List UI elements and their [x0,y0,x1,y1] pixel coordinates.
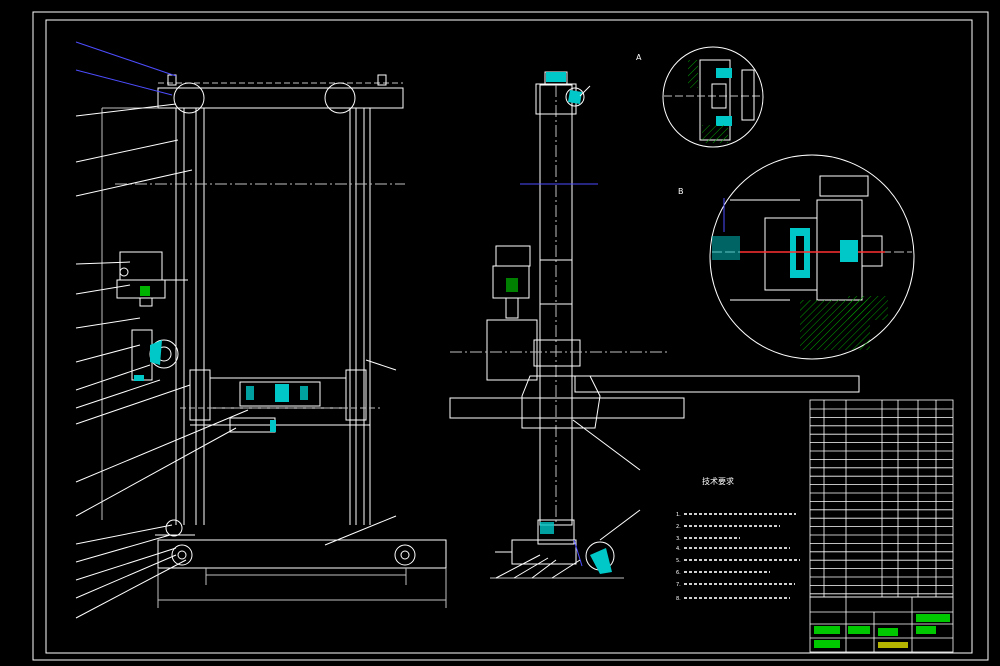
side-view [449,71,860,579]
front-view-accents [134,286,308,432]
tech-requirements-title: 技术要求 [702,476,734,486]
detail-b-accents [712,198,888,350]
parts-list [809,399,954,598]
tech-note: 1. [676,512,681,518]
top-left-pulley [173,82,205,114]
tech-note: 8. [676,596,681,602]
front-view [101,74,447,608]
inner-border [45,19,973,654]
tech-note: 3. [676,536,681,542]
detail-a-label: A [636,53,642,62]
title-block-accents [814,614,950,648]
side-leaders [495,85,641,579]
tech-note: 4. [676,546,681,552]
tech-note-lines [684,513,800,599]
detail-b-label: B [678,187,684,196]
top-right-pulley [324,82,356,114]
tech-note: 7. [676,582,681,588]
tech-note: 5. [676,558,681,564]
title-block [809,596,954,653]
tech-note: 6. [676,570,681,576]
tech-note: 2. [676,524,681,530]
outer-border [32,11,989,661]
side-view-accents [506,72,612,574]
tech-requirements-notes: 1. 2. 3. 4. 5. 6. 7. 8. [676,512,681,602]
detail-a-accents [688,60,732,143]
front-leaders [75,41,397,619]
